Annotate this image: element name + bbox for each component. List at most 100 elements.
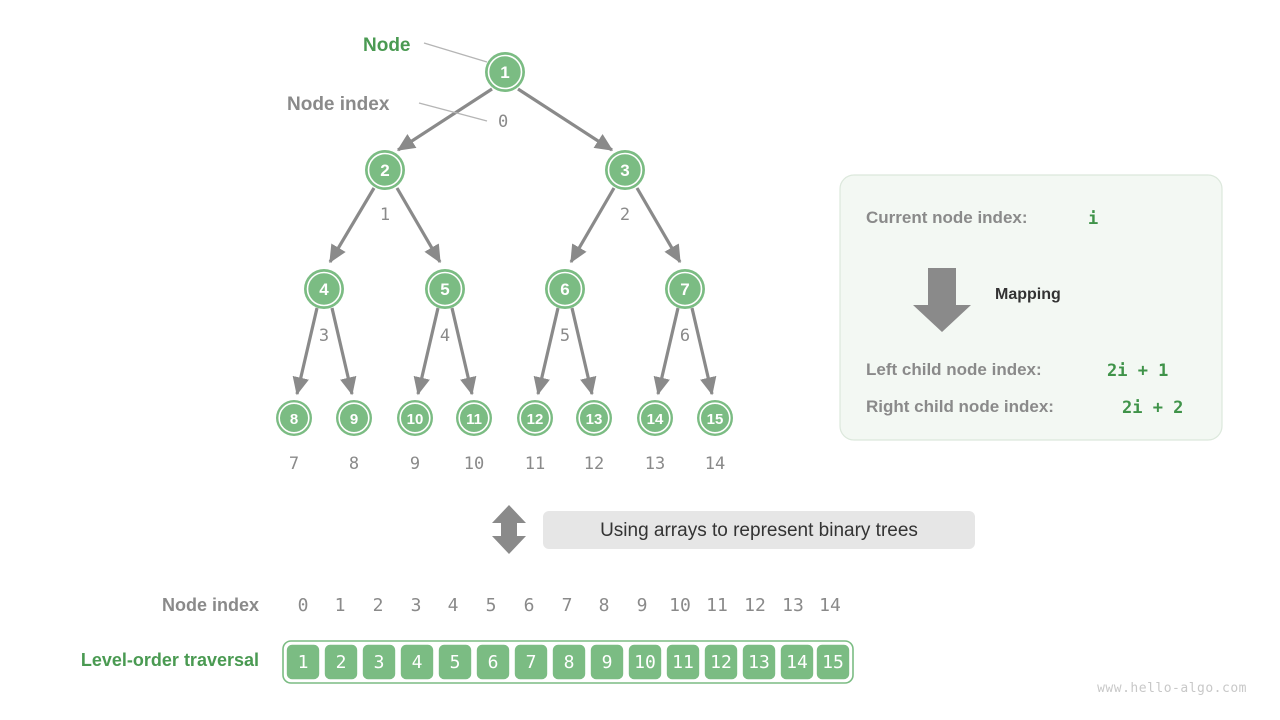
tree-node-index: 11 [525, 454, 545, 474]
tree-node-value: 15 [707, 411, 724, 428]
array-index-tick: 4 [448, 595, 459, 616]
array-cell-value: 14 [786, 652, 808, 673]
tree-node[interactable]: 1 [485, 52, 525, 92]
tree-node-value: 1 [500, 63, 509, 82]
array-cell-value: 13 [748, 652, 770, 673]
array-index-tick: 6 [524, 595, 535, 616]
edge-5-11 [533, 307, 560, 396]
edge-2-6 [635, 187, 682, 264]
array-cell-value: 9 [602, 652, 613, 673]
tree-node-value: 8 [290, 411, 298, 428]
edge-4-10 [450, 307, 477, 396]
array-index-tick: 8 [599, 595, 610, 616]
left-child-index-label: Left child node index: [866, 360, 1042, 379]
array-container [282, 640, 854, 684]
edge-2-5 [569, 187, 616, 264]
array-cell[interactable]: 14 [779, 643, 815, 681]
array-cell[interactable]: 8 [551, 643, 587, 681]
tree-node-value: 12 [527, 411, 544, 428]
right-child-index-label: Right child node index: [866, 397, 1054, 416]
current-node-index-value: i [1088, 209, 1098, 229]
array-cell-value: 10 [634, 652, 656, 673]
array-index-tick: 7 [562, 595, 573, 616]
array-index-tick: 9 [637, 595, 648, 616]
array-cell-value: 11 [672, 652, 694, 673]
array-index-tick: 12 [744, 595, 766, 616]
tree-node[interactable]: 11 [456, 400, 492, 436]
tree-node[interactable]: 5 [425, 269, 465, 309]
edge-0-1 [396, 87, 493, 152]
tree-node-value: 7 [680, 280, 689, 299]
leader-node-index [418, 102, 488, 122]
left-child-index-value: 2i + 1 [1107, 361, 1168, 381]
array-index-tick: 11 [706, 595, 728, 616]
tree-node[interactable]: 6 [545, 269, 585, 309]
array-index-tick: 1 [335, 595, 346, 616]
array-cell[interactable]: 10 [627, 643, 663, 681]
array-cell[interactable]: 15 [815, 643, 851, 681]
tree-node-index: 3 [319, 326, 329, 346]
array-cell[interactable]: 4 [399, 643, 435, 681]
tree-node[interactable]: 7 [665, 269, 705, 309]
tree-node[interactable]: 4 [304, 269, 344, 309]
array-values-row-label: Level-order traversal [81, 650, 259, 670]
mapping-label: Mapping [995, 286, 1061, 303]
array-cell[interactable]: 1 [285, 643, 321, 681]
array-cell[interactable]: 3 [361, 643, 397, 681]
array-cell[interactable]: 6 [475, 643, 511, 681]
tree-node-value: 4 [319, 280, 329, 299]
tree-node-index: 12 [584, 454, 604, 474]
array-cell[interactable]: 12 [703, 643, 739, 681]
updown-arrow-icon [492, 505, 526, 554]
tree-node-index: 4 [440, 326, 450, 346]
tree-node[interactable]: 13 [576, 400, 612, 436]
array-cell-value: 3 [374, 652, 385, 673]
tree-node-index: 2 [620, 205, 630, 225]
tree-node-index: 13 [645, 454, 665, 474]
caption-box [543, 511, 975, 549]
tree-node[interactable]: 15 [697, 400, 733, 436]
tree-node[interactable]: 14 [637, 400, 673, 436]
array-cell[interactable]: 13 [741, 643, 777, 681]
mapping-panel-box [839, 174, 1223, 441]
array-cell-value: 1 [298, 652, 309, 673]
array-cell[interactable]: 5 [437, 643, 473, 681]
edge-3-7 [292, 307, 319, 396]
array-index-tick: 5 [486, 595, 497, 616]
array-cell[interactable]: 7 [513, 643, 549, 681]
node-index-annotation-label: Node index [287, 94, 390, 115]
tree-node[interactable]: 12 [517, 400, 553, 436]
array-cell-value: 2 [336, 652, 347, 673]
edge-1-3 [328, 187, 376, 264]
tree-node[interactable]: 9 [336, 400, 372, 436]
edge-4-9 [413, 307, 440, 396]
tree-node[interactable]: 3 [605, 150, 645, 190]
array-cell[interactable]: 2 [323, 643, 359, 681]
tree-node-value: 13 [586, 411, 603, 428]
array-index-tick: 13 [782, 595, 804, 616]
tree-node-value: 11 [466, 411, 482, 428]
array-cell[interactable]: 9 [589, 643, 625, 681]
tree-node[interactable]: 10 [397, 400, 433, 436]
array-cell-value: 6 [488, 652, 499, 673]
root-index-label: 0 [498, 112, 508, 132]
array-cell[interactable]: 11 [665, 643, 701, 681]
tree-node[interactable]: 2 [365, 150, 405, 190]
array-index-tick: 0 [298, 595, 309, 616]
tree-node[interactable]: 8 [276, 400, 312, 436]
mapping-arrow-icon [913, 268, 971, 332]
tree-node-value: 3 [620, 161, 629, 180]
array-cell-value: 15 [822, 652, 844, 673]
edge-6-13 [653, 307, 680, 396]
tree-node-index: 5 [560, 326, 570, 346]
tree-node-index: 14 [705, 454, 725, 474]
array-cell-value: 5 [450, 652, 461, 673]
site-watermark: www.hello-algo.com [1097, 681, 1247, 696]
array-cell-value: 12 [710, 652, 732, 673]
tree-node-index: 10 [464, 454, 484, 474]
